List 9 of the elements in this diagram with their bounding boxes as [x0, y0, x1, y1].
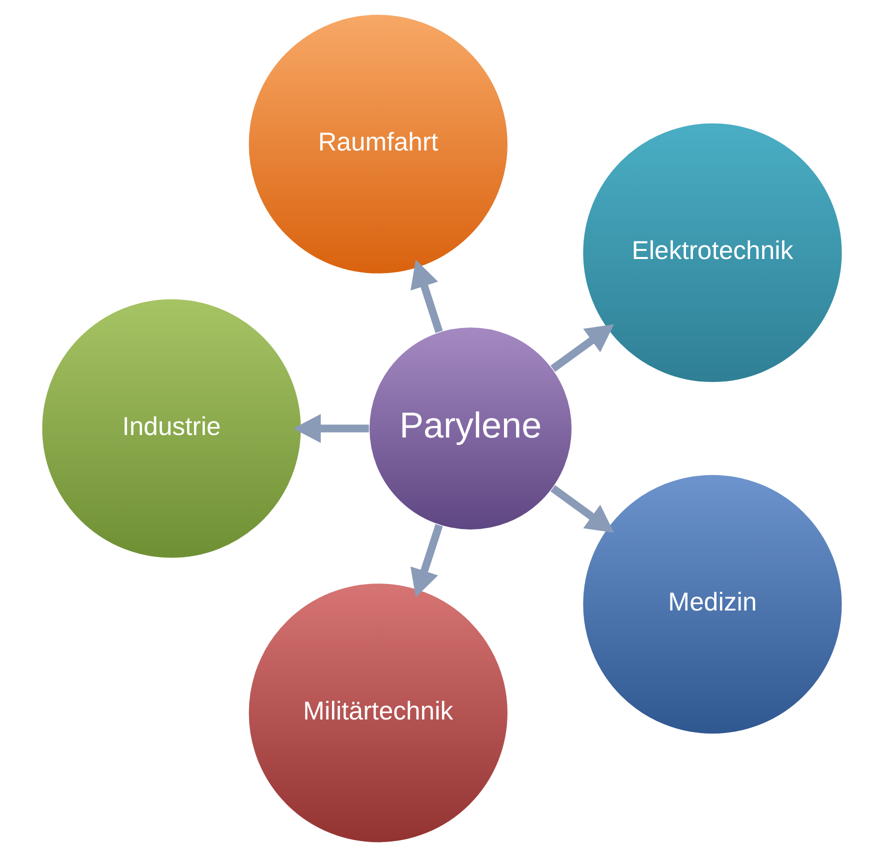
arrow	[292, 414, 368, 442]
arrow	[550, 324, 614, 372]
node-circle: Parylene	[368, 326, 572, 530]
node-circle: Militärtechnik	[247, 582, 508, 843]
node-circle: Raumfahrt	[247, 13, 508, 274]
arrow	[550, 484, 614, 532]
node-circle: Industrie	[40, 297, 302, 559]
arrow	[410, 259, 442, 333]
arrow	[410, 523, 442, 597]
